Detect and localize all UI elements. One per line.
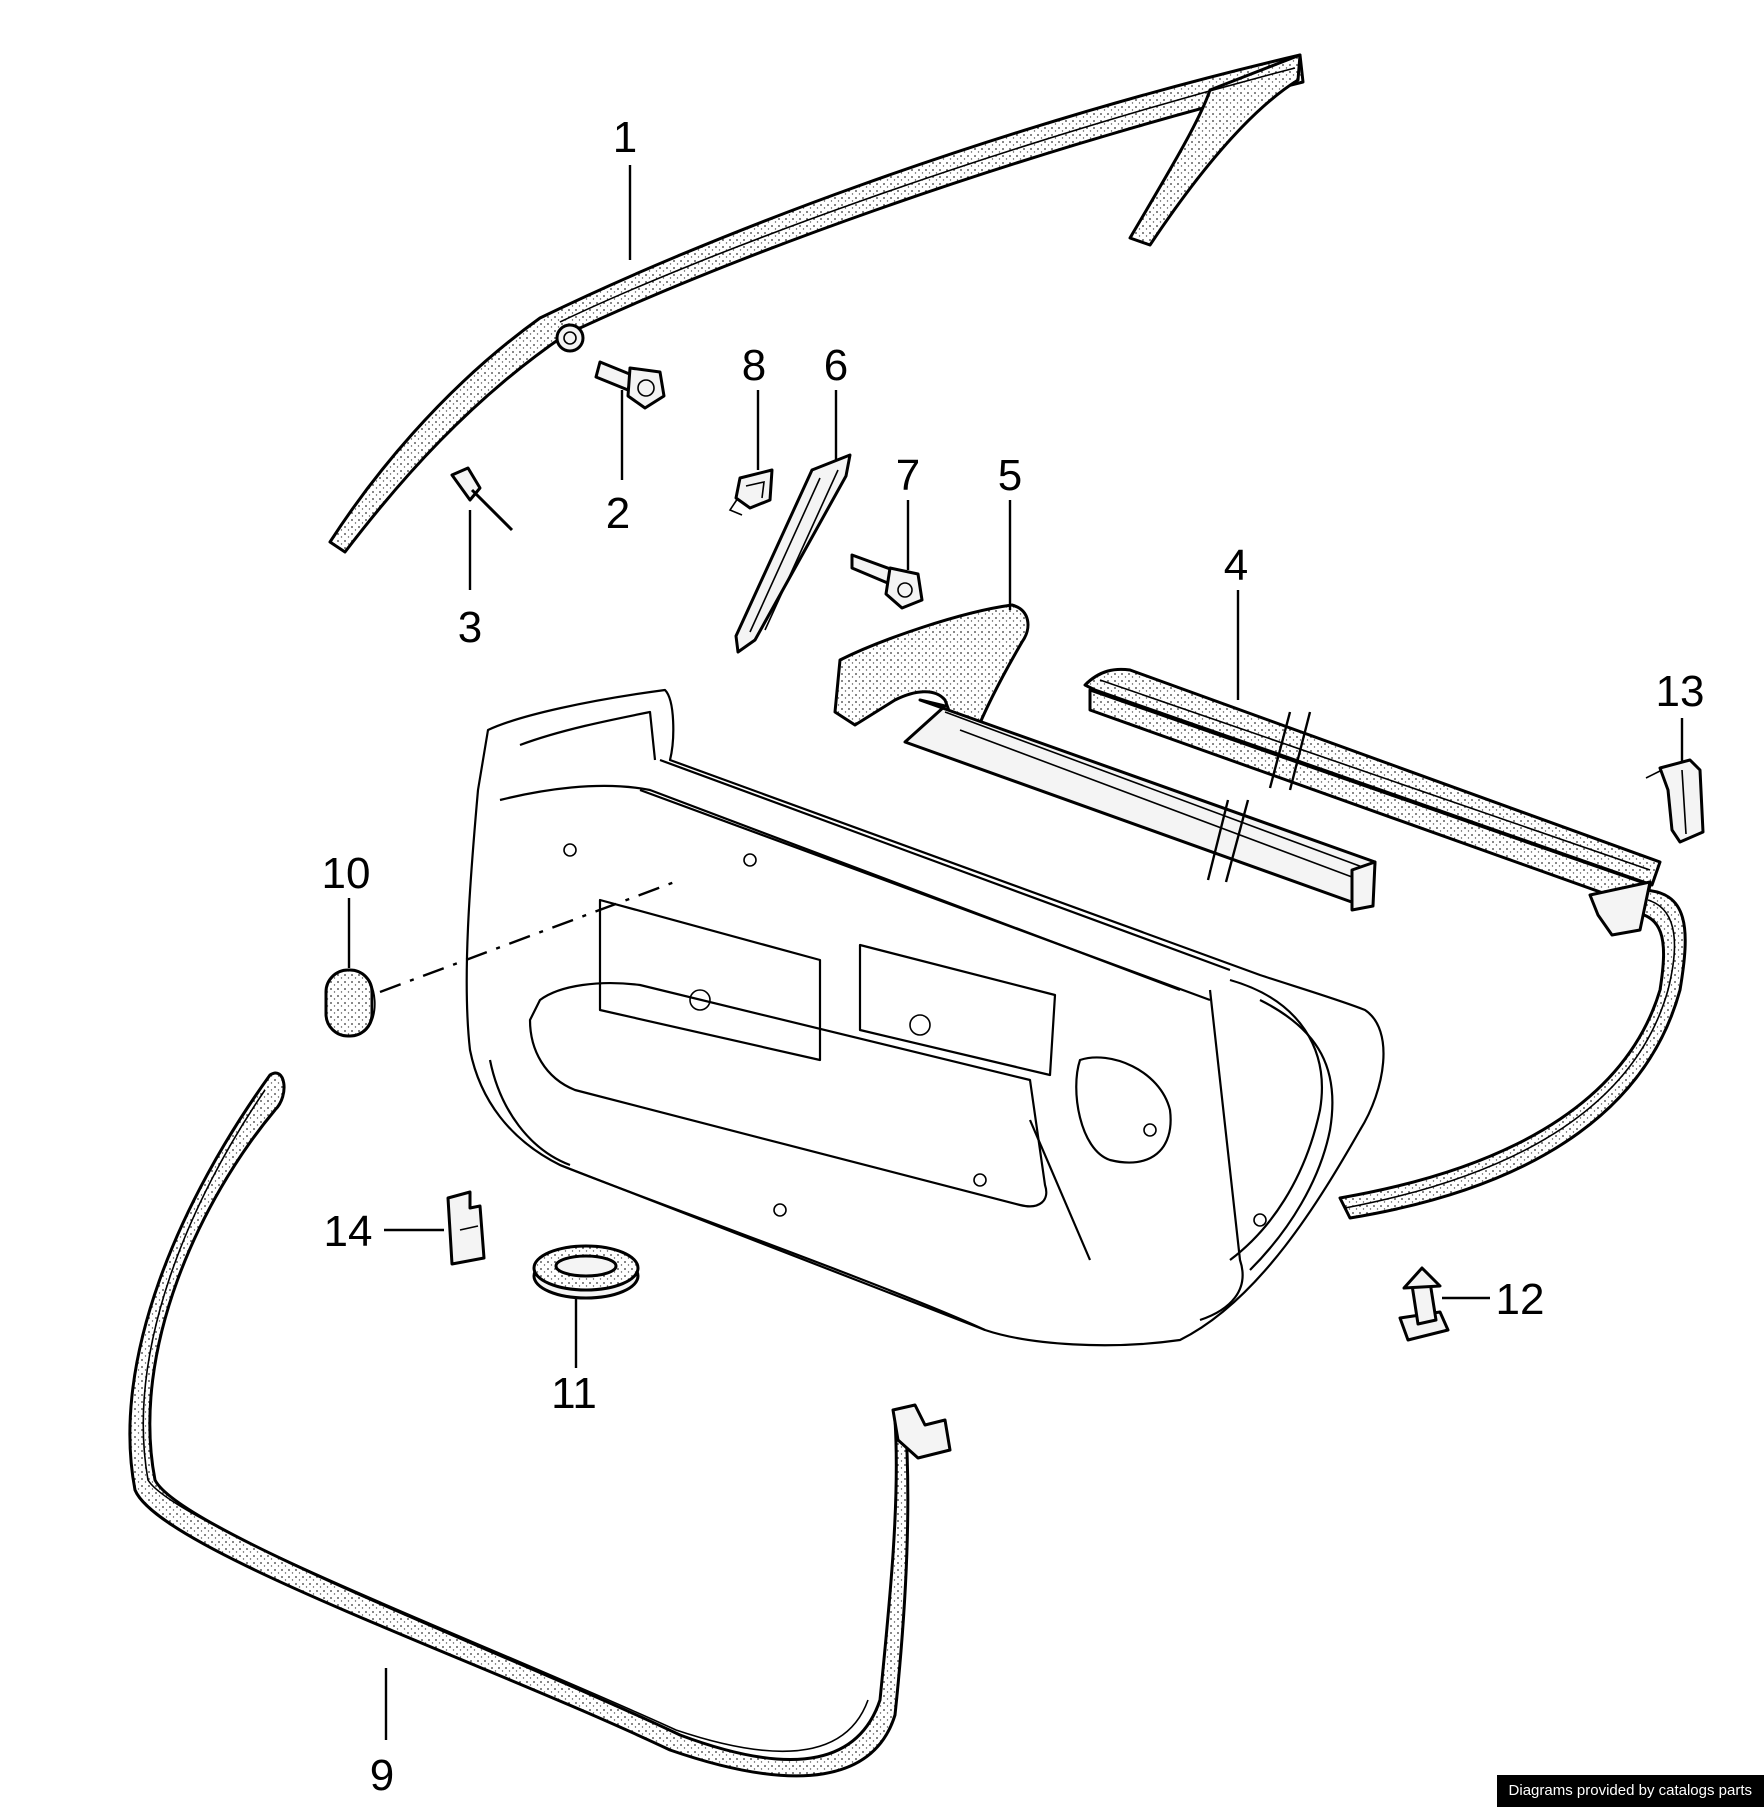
callout-4: 4	[1224, 541, 1248, 590]
part-8-clip	[728, 468, 774, 516]
callout-5: 5	[998, 451, 1022, 500]
callout-12: 12	[1496, 1275, 1545, 1324]
part-2-bolt	[594, 360, 666, 410]
diagram-credit: Diagrams provided by catalogs parts	[1496, 1775, 1764, 1807]
callout-2: 2	[606, 489, 630, 538]
callout-11: 11	[551, 1369, 597, 1418]
part-9-lower-door-seal	[128, 1071, 952, 1778]
part-14-label	[446, 1190, 486, 1266]
leader-lines	[347, 165, 1684, 1740]
part-5-inner-belt-seal	[833, 603, 1377, 912]
rear-door-seal	[1338, 880, 1687, 1220]
door-frame	[465, 688, 1385, 1347]
part-7-screw	[850, 553, 924, 610]
part-3-rivet	[450, 466, 514, 532]
part-11-grommet	[532, 1244, 640, 1300]
callout-1: 1	[613, 113, 637, 162]
part-10-dash-leader	[379, 878, 681, 994]
callout-13: 13	[1656, 667, 1705, 716]
callout-3: 3	[458, 603, 482, 652]
callout-7: 7	[896, 451, 920, 500]
callout-9: 9	[370, 1751, 394, 1800]
callout-8: 8	[742, 341, 766, 390]
part-13-clip	[1645, 758, 1705, 844]
part-1-window-frame-seal	[328, 53, 1305, 554]
part-4-outer-belt-seal	[1083, 667, 1662, 910]
callout-labels: 1 2 3 4 5 6 7 8 9 10 11 12 13 14	[322, 113, 1705, 1800]
callout-6: 6	[824, 341, 848, 390]
part-12-pin	[1398, 1266, 1450, 1342]
callout-10: 10	[322, 849, 371, 898]
part-10-plug	[324, 968, 376, 1038]
callout-14: 14	[324, 1207, 373, 1256]
part-6-guide-rail	[734, 453, 852, 654]
